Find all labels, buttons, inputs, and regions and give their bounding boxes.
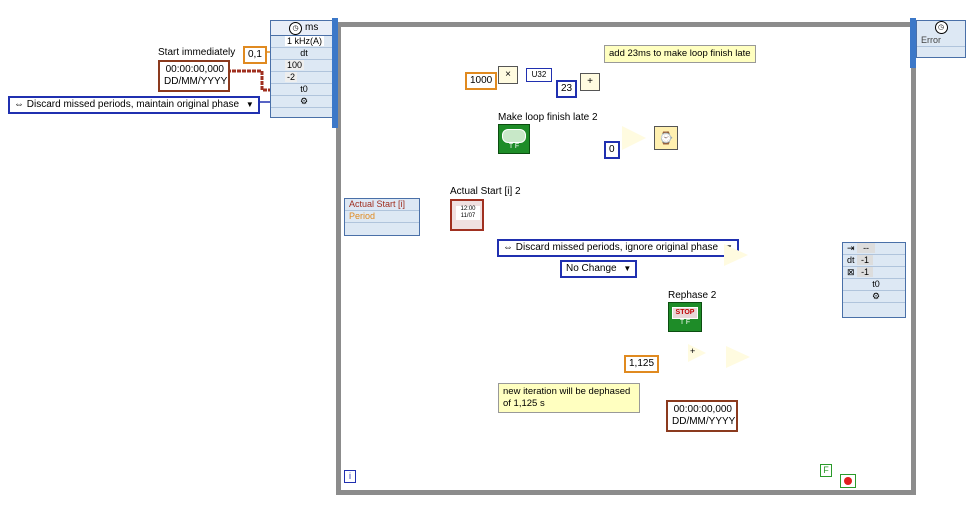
dt-constant[interactable]: 0,1 [243, 46, 267, 64]
start-timestamp-value: 00:00:00,000 [165, 64, 224, 75]
add-plus-icon: + [690, 346, 696, 356]
node-row-t0[interactable]: t0 [271, 84, 333, 96]
actual-start-row[interactable]: Actual Start [i] [345, 199, 419, 211]
mode-enum-maintain-phase[interactable]: ⇔ Discard missed periods, maintain origi… [8, 96, 260, 114]
out-row-mode[interactable]: ⚙ [843, 291, 905, 303]
note-dephase: new iteration will be dephased of 1,125 … [498, 383, 640, 413]
make-late-toggle[interactable]: T F [498, 124, 530, 154]
select-node-top-outline [621, 125, 647, 149]
tf-text-2: T F [679, 319, 691, 326]
clock-icon-right: ◷ [934, 21, 948, 34]
out-row-source[interactable]: ⇥ -- [843, 243, 905, 255]
out-row-t0[interactable]: t0 [843, 279, 905, 291]
period-row[interactable]: Period [345, 211, 419, 223]
enum-arrow-icon: ⇔ [14, 99, 24, 110]
bottom-timestamp-value: 00:00:00,000 [673, 404, 732, 415]
select-node-bottom[interactable] [726, 346, 750, 368]
timed-loop-input-node[interactable]: ◷ ms 1 kHz(A) dt 100 -2 t0 ⚙ [270, 20, 334, 118]
start-timestamp-format: DD/MM/YYYY [164, 76, 228, 87]
toggle-oval-icon [502, 129, 526, 143]
left-data-node[interactable]: Actual Start [i] Period [344, 198, 420, 236]
dropdown-arrow-icon-3: ▼ [623, 264, 632, 273]
source-prefix-icon: ⇥ [847, 243, 855, 253]
multiply-node[interactable]: × [498, 66, 518, 84]
node-row-dt[interactable]: dt [271, 48, 333, 60]
node-row-mode[interactable]: ⚙ [271, 96, 333, 108]
note-late: add 23ms to make loop finish late [604, 45, 756, 63]
start-timestamp-constant[interactable]: 00:00:00,000 DD/MM/YYYY [158, 60, 230, 92]
false-constant[interactable]: F [820, 464, 832, 477]
add-node-top[interactable]: + [580, 73, 600, 91]
stop-terminal[interactable] [840, 474, 856, 488]
dropdown-arrow-icon: ▼ [245, 100, 254, 109]
const-23[interactable]: 23 [556, 80, 578, 98]
timed-loop-output-node[interactable]: ⇥ -- dt -1 ⊠ -1 t0 ⚙ [842, 242, 906, 318]
iteration-terminal: i [344, 470, 356, 483]
out-row-offset[interactable]: ⊠ -1 [843, 267, 905, 279]
start-immediately-label: Start immediately [158, 47, 236, 58]
loop-right-border-accent [910, 18, 916, 68]
mode-icon-out: ⚙ [871, 291, 881, 301]
stop-circle-icon [844, 477, 852, 485]
no-change-enum[interactable]: No Change ▼ [560, 260, 638, 278]
stop-button-icon: STOP [672, 307, 698, 319]
clock-icon: ◷ [289, 22, 302, 35]
mode-icon: ⚙ [299, 96, 309, 106]
node-row-offset[interactable]: 100 [271, 60, 333, 72]
node-row-priority[interactable]: -2 [271, 72, 333, 84]
node-unit: ms [305, 22, 319, 33]
actual-start-label: Actual Start [i] 2 [450, 186, 521, 197]
enum-arrow-icon-2: ⇔ [503, 242, 513, 253]
actual-start-indicator[interactable]: 12:00 11/07 [450, 199, 484, 231]
add-node-bottom[interactable] [688, 344, 706, 362]
clock-date-icon: 12:00 11/07 [456, 206, 480, 220]
make-late-label: Make loop finish late 2 [498, 112, 598, 123]
select-node-top[interactable] [622, 126, 646, 150]
const-zero[interactable]: 0 [604, 141, 620, 159]
node-row-source[interactable]: 1 kHz(A) [271, 36, 333, 48]
const-1125[interactable]: 1,125 [624, 355, 660, 373]
u32-conversion[interactable]: U32 [526, 68, 552, 82]
offset-icon: ⊠ [847, 267, 855, 277]
bottom-timestamp-constant[interactable]: 00:00:00,000 DD/MM/YYYY [666, 400, 738, 432]
mode-enum-ignore-phase[interactable]: ⇔ Discard missed periods, ignore origina… [497, 239, 739, 257]
select-node-mode[interactable] [724, 244, 748, 266]
rephase-button[interactable]: STOP T F [668, 302, 702, 332]
loop-left-border-accent [332, 18, 338, 128]
error-row[interactable]: Error [917, 35, 965, 47]
tf-text: T F [508, 143, 520, 150]
out-row-dt[interactable]: dt -1 [843, 255, 905, 267]
mode-enum-text: Discard missed periods, maintain origina… [26, 99, 240, 110]
timed-loop-frame [336, 22, 916, 495]
const-1000[interactable]: 1000 [465, 72, 498, 90]
wait-ms-node[interactable]: ⌚ [654, 126, 678, 150]
timed-loop-error-node[interactable]: ◷ Error [916, 20, 966, 58]
bottom-timestamp-format: DD/MM/YYYY [672, 416, 736, 427]
rephase-label: Rephase 2 [668, 290, 717, 301]
